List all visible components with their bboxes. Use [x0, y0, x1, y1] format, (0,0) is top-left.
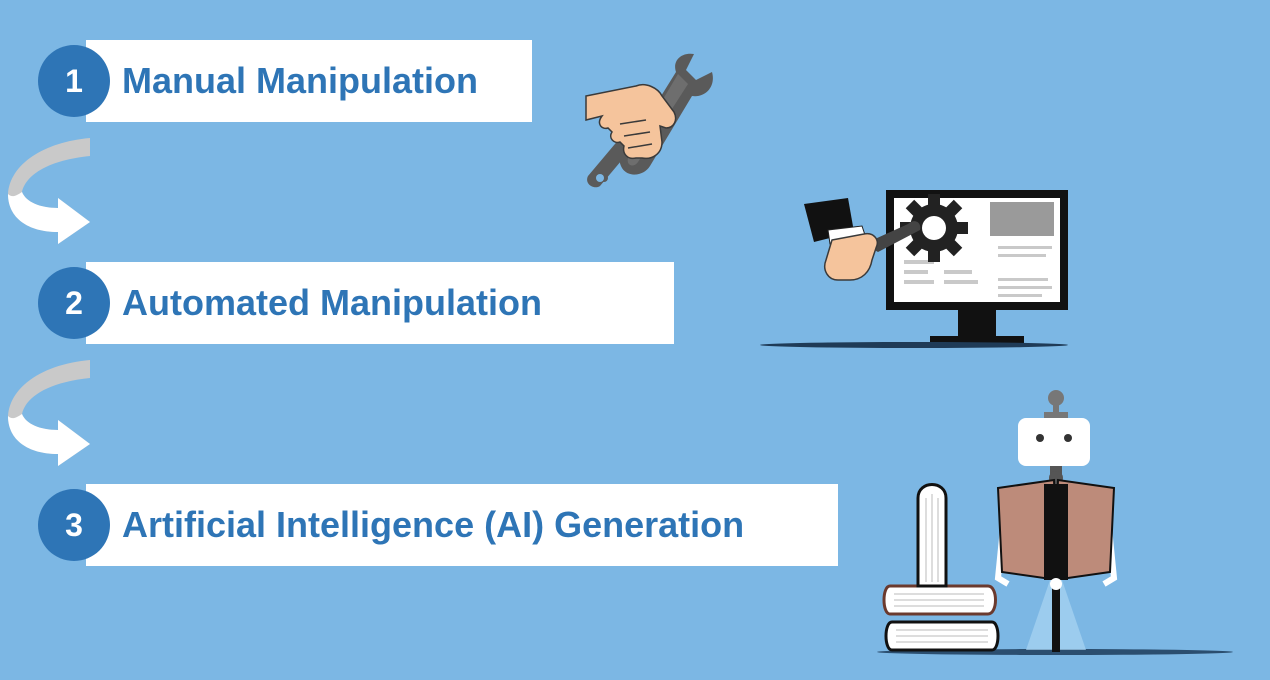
step-1-box: [86, 40, 532, 122]
curved-arrow-2: [8, 360, 90, 466]
step-1-label: Manual Manipulation: [122, 60, 478, 101]
computer-gear-icon: [760, 190, 1068, 348]
step-3-label: Artificial Intelligence (AI) Generation: [122, 504, 745, 545]
step-2-label: Automated Manipulation: [122, 282, 542, 323]
step-3-number-badge: 3: [38, 489, 110, 561]
hand-wrench-icon: [585, 53, 713, 188]
step-1-number-badge: 1: [38, 45, 110, 117]
step-2-box: [86, 262, 674, 344]
step-2-number-badge: 2: [38, 267, 110, 339]
curved-arrow-1: [8, 138, 90, 244]
step-3-box: [86, 484, 838, 566]
robot-reading-icon: [877, 390, 1233, 655]
